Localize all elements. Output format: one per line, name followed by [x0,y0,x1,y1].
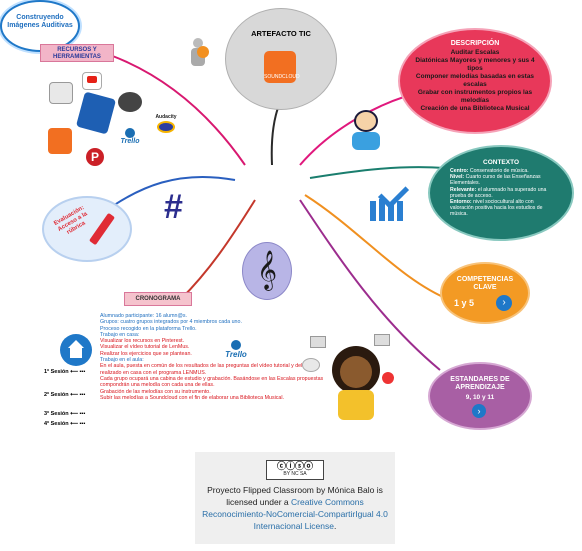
trabajo-casa-title: Trabajo en casa: [100,331,140,338]
trello-icon: Trello [118,128,142,148]
session3-text: Grabación de las melodías con su instrum… [100,388,211,395]
license-line1: Proyecto Flipped Classroom by Mónica Bal… [207,485,383,495]
contexto-centro: Conservatorio de música. [469,168,529,174]
license-line2: licensed under a [226,497,291,507]
pinterest-icon: P [86,148,104,166]
evaluacion-cloud: Evaluación: Acceso a la rúbrica [42,196,132,262]
license-end: . [333,521,337,531]
contexto-cloud: CONTEXTO Centro: Conservatorio de música… [428,145,574,241]
proceso-text: Proceso recogido en la plataforma Trello… [100,325,197,332]
session1-text: En el aula, puesta en común de los resul… [100,363,320,376]
descripcion-line: Componer melodías basadas en estas escal… [415,73,535,88]
session1-label-text: 1ª Sesión [44,369,69,375]
arrow-left-icon: ⟵ ▪▪▪ [70,369,86,375]
central-topic-title: Construyendo Imágenes Auditivas [7,14,73,29]
casa-item: Realizar los ejercicios que se plantean. [100,350,192,357]
competencias-title: COMPETENCIAS CLAVE [456,276,514,291]
descripcion-lines: Auditar Escalas Diatónicas Mayores y men… [408,49,542,113]
soundcloud-label: SOUNDCLOUD [264,74,300,80]
trello-small-label: Trello [225,350,247,359]
arrow-left-icon: ⟵ ▪▪▪ [70,392,86,398]
grupos-text: Grupos: cuatro grupos integrados por 4 m… [100,319,242,326]
child-icon [348,110,384,152]
estandares-title: ESTANDARES DE APRENDIZAJE [450,376,510,391]
alumnado-text: Alumnado participante: 16 alumn@s. [100,313,187,319]
estandares-value: 9, 10 y 11 [465,394,495,401]
session1-label: 1ª Sesión ⟵ ▪▪▪ [44,369,85,375]
casa-item: Visualizar el vídeo tutorial de LenMus. [100,344,190,351]
session4-label: 4ª Sesión ⟵ ▪▪▪ [44,421,85,427]
competencias-cloud: COMPETENCIAS CLAVE 1 y 5 › [440,262,530,324]
hashtag-icon: # [164,188,183,226]
screen-recorder-icon [118,92,142,112]
student-illustration [292,328,402,428]
artefacto-tic-cloud: ARTEFACTO TIC SOUNDCLOUD [225,8,337,110]
soundcloud-small-icon [48,128,72,154]
arrow-left-icon: ⟵ ▪▪▪ [70,411,86,417]
license-box: ⓒⓘⓢⓞ BY NC SA Proyecto Flipped Classroom… [195,452,395,544]
treble-clef-icon: 𝄞 [242,242,292,300]
session2-text: Cada grupo ocupará una cabina de estudio… [100,375,324,389]
trabajo-aula-title: Trabajo en el aula: [100,357,144,364]
trello-label: Trello [120,138,140,145]
descripcion-line: Diatónicas Mayores y menores y sus 4 tip… [415,57,535,72]
competencias-arrow-button[interactable]: › [496,295,512,311]
contexto-title: CONTEXTO [483,159,519,166]
descripcion-line: Grabar con instrumentos propios las melo… [417,89,533,104]
contexto-nivel-label: Nivel: [450,174,465,181]
contexto-entorno: nivel sociocultural alto con valoración … [450,199,543,218]
artefacto-title: ARTEFACTO TIC [251,29,311,38]
contexto-relevante-label: Relevante: [450,186,477,193]
home-icon [60,334,92,366]
recursos-title: RECURSOS Y HERRAMIENTAS [53,47,101,60]
cc-badge-label: BY NC SA [283,471,307,477]
soundcloud-icon: SOUNDCLOUD [264,51,300,83]
contexto-entorno-label: Entorno: [450,199,472,206]
session2-label: 2ª Sesión ⟵ ▪▪▪ [44,392,85,398]
checklist-icon [370,177,410,223]
cc-badge: ⓒⓘⓢⓞ BY NC SA [266,460,324,480]
session4-label-text: 4ª Sesión [44,421,69,427]
cronograma-tag: CRONOGRAMA [124,292,192,306]
youtube-icon [82,72,102,90]
descripcion-line: Auditar Escalas [450,49,500,56]
cronograma-title: CRONOGRAMA [135,296,181,302]
recursos-tag: RECURSOS Y HERRAMIENTAS [40,44,114,62]
estandares-cloud: ESTANDARES DE APRENDIZAJE 9, 10 y 11 › [428,362,532,430]
session3-label: 3ª Sesión ⟵ ▪▪▪ [44,411,85,417]
session3-label-text: 3ª Sesión [44,411,69,417]
contexto-nivel: Cuarto curso de las Enseñanzas Elemental… [450,174,541,187]
audacity-label: Audacity [155,114,177,120]
competencias-value: 1 y 5 [454,298,475,308]
session2-label-text: 2ª Sesión [44,392,69,398]
contexto-relevante: el alumnado ha superado una prueba de ac… [450,186,547,199]
contexto-text: Centro: Conservatorio de música. Nivel: … [450,168,554,218]
descripcion-title: DESCRIPCIÓN [450,40,500,47]
estandares-arrow-button[interactable]: › [472,404,486,418]
cronograma-text: Alumnado participante: 16 alumn@s. Grupo… [100,313,330,401]
casa-item: Visualizar los recursos en Pinterest. [100,338,185,345]
central-topic: Construyendo Imágenes Auditivas [0,0,80,52]
session4-text: Subir las melodías a Soundcloud con el f… [100,394,285,401]
arrow-left-icon: ⟵ ▪▪▪ [70,421,86,427]
lenmus-icon [49,82,73,104]
audacity-icon: Audacity [154,114,178,136]
presenter-icon [185,38,211,72]
contexto-centro-label: Centro: [450,168,469,174]
descripcion-line: Creación de una Biblioteca Musical [420,105,530,112]
license-link[interactable]: Creative Commons Reconocimiento-NoComerc… [202,497,388,531]
descripcion-cloud: DESCRIPCIÓN Auditar Escalas Diatónicas M… [398,28,552,134]
trello-small-icon: Trello [222,340,250,362]
